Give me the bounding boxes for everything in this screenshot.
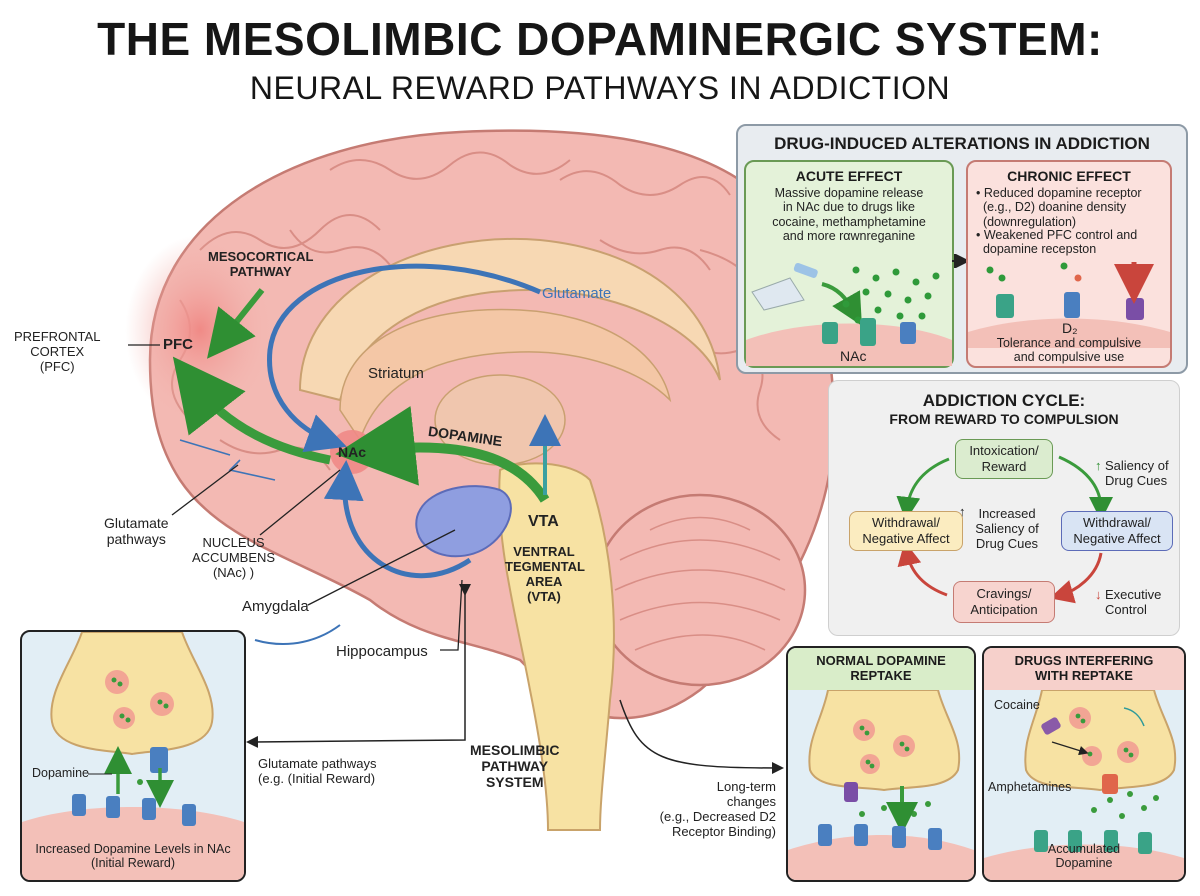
saliency-up-arrow: ↑ [1095, 458, 1102, 473]
chronic-bullet-2: • Weakened PFC control and dopamine rece… [976, 228, 1138, 257]
pfc-label: PFC [163, 336, 193, 353]
glutamate-pathway-lines [179, 439, 276, 481]
amphetamines-label: Amphetamines [988, 780, 1072, 794]
cycle-saliency-right: Saliency of Drug Cues [1105, 458, 1169, 488]
amygdala-shape [415, 485, 512, 558]
mesolimbic-system-label: MESOLIMBIC PATHWAY SYSTEM [470, 742, 560, 791]
chronic-title: CHRONIC EFFECT [1007, 168, 1131, 184]
cycle-executive: Executive Control [1105, 587, 1162, 617]
long-term-changes-label: Long-term changes (e.g., Decreased D2 Re… [659, 779, 776, 839]
synapse-left-illustration [22, 632, 244, 880]
node-cravings: Cravings/ Anticipation [953, 581, 1055, 623]
accumulated-dopamine-label: Accumulated Dopamine [1047, 842, 1121, 871]
vta-full-label: VENTRAL TEGMENTAL AREA (VTA) [505, 544, 585, 604]
drugs-reuptake-header [984, 648, 1184, 690]
alterations-panel: DRUG-INDUCED ALTERATIONS IN ADDICTION AC… [736, 124, 1188, 374]
dopamine-arrow-nac-pfc [172, 356, 331, 465]
acute-text: Massive dopamine release in NAc due to d… [772, 186, 926, 244]
cycle-title-1: ADDICTION CYCLE: [922, 391, 1086, 410]
glutamate-pathways-bottom-label: Glutamate pathways (e.g. (Initial Reward… [258, 756, 377, 786]
mesocortical-arrow [207, 288, 265, 359]
glutamate-pathways-label: Glutamate pathways [104, 515, 169, 548]
chronic-effect-box: CHRONIC EFFECT • Reduced dopamine recept… [966, 160, 1172, 368]
nucleus-accumbens-label: NUCLEUS ACCUMBENS (NAc) ) [192, 535, 276, 580]
center-up-arrow: ↑ [959, 504, 966, 519]
blue-curve-left [254, 624, 341, 646]
acute-illustration [746, 262, 952, 366]
normal-reuptake-illustration [788, 690, 974, 880]
glutamate-leader [171, 464, 239, 516]
striatum-label: Striatum [368, 365, 424, 382]
prefrontal-cortex-label: PREFRONTAL CORTEX (PFC) [14, 329, 101, 374]
drugs-reuptake-illustration [984, 690, 1184, 880]
nac-leader [259, 469, 341, 536]
acute-title: ACUTE EFFECT [795, 168, 903, 184]
acute-nac-label: NAc [840, 348, 867, 364]
page-subtitle: NEURAL REWARD PATHWAYS IN ADDICTION [249, 70, 951, 106]
striatum-region [339, 308, 672, 442]
node-withdrawal-right: Withdrawal/ Negative Affect [1061, 511, 1173, 551]
chronic-d2-label: D₂ [1062, 320, 1078, 336]
vta-label: VTA [528, 513, 559, 530]
acute-effect-box: ACUTE EFFECT Massive dopamine release in… [744, 160, 954, 368]
chronic-illustration [968, 262, 1170, 348]
chronic-tolerance: Tolerance and compulsive and compulsive … [996, 336, 1142, 365]
drugs-reuptake-panel: DRUGS INTERFERING WITH REPTAKE Cocaine A… [982, 646, 1186, 882]
normal-reuptake-title: NORMAL DOPAMINE REPTAKE [816, 653, 946, 683]
cerebellum [593, 493, 807, 687]
glutamate-arrow [267, 263, 541, 453]
executive-down-arrow: ↓ [1095, 587, 1102, 602]
amygdala-label: Amygdala [242, 598, 309, 615]
normal-reuptake-panel: NORMAL DOPAMINE REPTAKE [786, 646, 976, 882]
page-title: THE MESOLIMBIC DOPAMINERGIC SYSTEM: [97, 13, 1103, 65]
alterations-title: DRUG-INDUCED ALTERATIONS IN ADDICTION [774, 134, 1150, 153]
glutamate-label: Glutamate [542, 285, 612, 302]
glutamate-arrow-2 [323, 460, 472, 579]
bottom-left-arrow [246, 584, 471, 748]
chronic-bullet-1: • Reduced dopamine receptor (e.g., D2) d… [976, 186, 1142, 229]
nac-label: NAc [338, 444, 367, 460]
cycle-center-text: Increased Saliency of Drug Cues [975, 506, 1039, 551]
node-withdrawal-left: Withdrawal/ Negative Affect [849, 511, 963, 551]
cocaine-label: Cocaine [994, 698, 1040, 712]
synapse-left-panel: Dopamine Increased Dopamine Levels in NA… [20, 630, 246, 882]
mesocortical-label: MESOCORTICAL PATHWAY [208, 249, 314, 279]
cycle-arrows [896, 455, 1113, 604]
cycle-title-2: FROM REWARD TO COMPULSION [889, 411, 1119, 427]
cerebellum-folia [614, 516, 786, 651]
brainstem [498, 462, 615, 831]
normal-reuptake-header [788, 648, 974, 690]
corpus-callosum [298, 237, 721, 402]
drugs-reuptake-title: DRUGS INTERFERING WITH REPTAKE [1014, 653, 1154, 683]
hippocampus-label: Hippocampus [336, 643, 428, 660]
node-intoxication: Intoxication/ Reward [955, 439, 1053, 479]
synapse-dopamine-label: Dopamine [32, 766, 89, 780]
dopamine-arrow-vta-nac [335, 406, 550, 503]
synapse-left-caption: Increased Dopamine Levels in NAc (Initia… [35, 842, 231, 871]
alterations-arrow [952, 254, 966, 268]
long-term-arrow [619, 699, 784, 774]
addiction-cycle-panel: ADDICTION CYCLE: FROM REWARD TO COMPULSI… [828, 380, 1180, 636]
